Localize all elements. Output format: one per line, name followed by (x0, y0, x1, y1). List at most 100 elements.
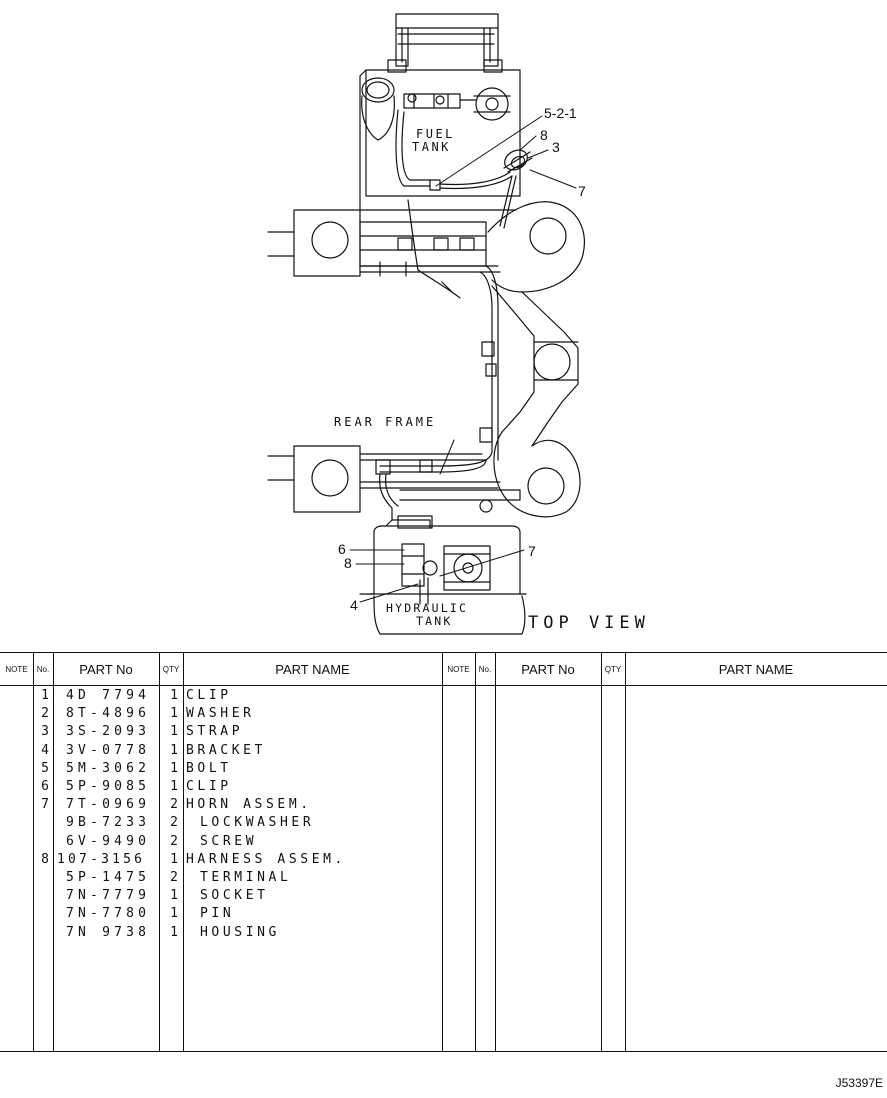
callout-5-2-1: 5-2-1 (544, 105, 577, 121)
row-part-number: 5M-3062 (66, 760, 151, 776)
row-quantity: 2 (170, 797, 178, 813)
row-item-number: 5 (41, 760, 49, 776)
leader-lines (349, 115, 577, 603)
header-note-right: NOTE (447, 665, 470, 674)
row-part-number: 7N-7779 (66, 888, 151, 904)
row-part-number: 4D 7794 (66, 688, 151, 703)
row-note (15, 760, 29, 778)
header-note-left: NOTE (5, 665, 28, 674)
top-view-label: TOP VIEW (528, 613, 650, 633)
col-divider (601, 653, 602, 1051)
row-quantity: 1 (170, 724, 178, 740)
row-part-number: 3S-2093 (66, 724, 151, 740)
row-item-number: 2 (41, 706, 49, 722)
rear-crossmember (267, 445, 521, 521)
header-qty-left: QTY (162, 665, 180, 674)
col-divider (159, 653, 160, 1051)
col-divider (625, 653, 626, 1051)
callout-6: 6 (338, 541, 346, 557)
header-qty-right: QTY (604, 665, 622, 674)
row-part-number: 7N 9738 (66, 924, 151, 940)
row-note (15, 814, 29, 832)
callout-7-upper: 7 (578, 183, 586, 199)
row-note (15, 887, 29, 905)
row-part-number: 5P-1475 (66, 870, 151, 885)
row-quantity: 1 (170, 851, 178, 867)
row-part-name: STRAP (186, 724, 244, 740)
row-note (15, 705, 29, 723)
header-part-name-left: PART NAME (275, 662, 350, 677)
row-part-number: 8T-4896 (66, 706, 151, 722)
row-item-number (37, 833, 49, 851)
row-part-name: HARNESS ASSEM. (186, 851, 346, 867)
row-part-name: PIN (200, 906, 235, 922)
col-divider (442, 653, 443, 1051)
row-part-name: TERMINAL (200, 870, 292, 885)
main-harness (379, 199, 493, 473)
row-part-number: 5P-9085 (66, 779, 151, 794)
row-item-number: 7 (41, 797, 49, 813)
row-quantity: 1 (170, 906, 178, 922)
row-quantity: 1 (170, 888, 178, 904)
hydraulic-tank-label-line1: HYDRAULIC (386, 601, 468, 615)
row-note (15, 851, 29, 869)
front-crossmember (267, 209, 501, 277)
rear-frame-label: REAR FRAME (334, 415, 436, 429)
table-row: 5P-1475 2 TERMINAL (0, 869, 442, 887)
header-no-left: No. (36, 665, 50, 674)
row-part-name: SCREW (200, 833, 258, 849)
col-divider (183, 653, 184, 1051)
row-note (15, 905, 29, 923)
header-no-right: No. (478, 665, 492, 674)
drawing-id: J53397E (835, 1076, 883, 1090)
header-part-no-right: PART No (521, 662, 575, 677)
upper-horn-area (429, 149, 533, 229)
row-part-name: HORN ASSEM. (186, 797, 312, 813)
row-note (15, 796, 29, 814)
row-quantity: 1 (170, 924, 178, 940)
row-part-name: HOUSING (200, 924, 280, 940)
table-header-row: NOTE No. PART No QTY PART NAME NOTE No. … (0, 653, 887, 686)
row-note (15, 924, 29, 942)
row-quantity: 1 (170, 742, 178, 758)
row-part-name: LOCKWASHER (200, 815, 315, 831)
row-part-name: BRACKET (186, 742, 266, 758)
row-part-name: BOLT (186, 760, 232, 776)
row-quantity: 2 (170, 815, 178, 831)
horn-wiring-top-view-diagram: FUEL TANK REAR FRAME HYDRAULIC TANK TOP … (267, 13, 650, 635)
fuel-tank-handle (387, 13, 503, 73)
row-part-name: SOCKET (200, 888, 269, 904)
header-part-name-right: PART NAME (718, 662, 794, 677)
row-part-number: 7N-7780 (66, 906, 151, 922)
fuel-tank-label-line1: FUEL (416, 127, 455, 141)
row-item-number (37, 924, 49, 942)
row-item-number (37, 905, 49, 923)
callout-7-lower: 7 (528, 543, 536, 559)
callout-4: 4 (350, 597, 358, 613)
col-divider (475, 653, 476, 1051)
row-note (15, 778, 29, 796)
row-item-number: 8 (41, 851, 49, 867)
row-quantity: 1 (170, 706, 178, 722)
hydraulic-tank-label-line2: TANK (416, 614, 453, 628)
footer-divider (0, 1051, 887, 1052)
row-note (15, 833, 29, 851)
parts-list-table: NOTE No. PART No QTY PART NAME NOTE No. … (0, 652, 887, 1098)
row-part-number: 7T-0969 (66, 797, 151, 813)
row-quantity: 2 (170, 870, 178, 885)
row-item-number (37, 869, 49, 887)
row-quantity: 2 (170, 833, 178, 849)
callout-3: 3 (552, 139, 560, 155)
table-row: 7N 9738 1 HOUSING (0, 924, 442, 942)
row-note (15, 742, 29, 760)
rear-frame (479, 201, 586, 518)
row-item-number: 1 (41, 688, 49, 703)
